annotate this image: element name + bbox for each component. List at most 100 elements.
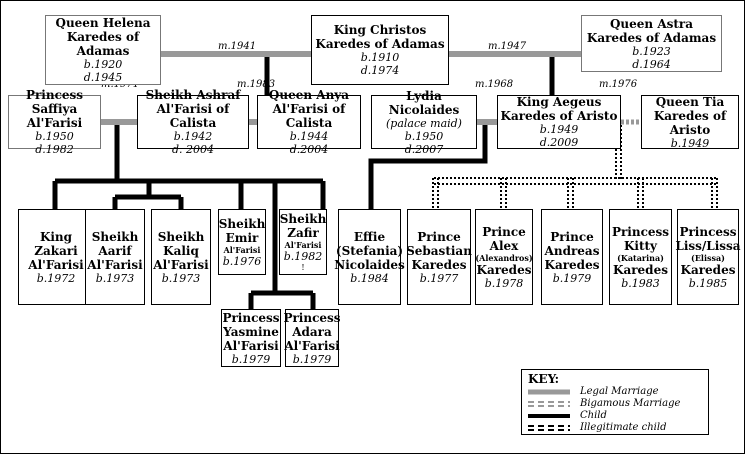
person-princess-yasmine: Princess Yasmine Al'Farisi b.1979 — [221, 309, 281, 367]
person-title: Queen Astra — [609, 16, 694, 31]
person-death: d.2007 — [404, 142, 444, 156]
person-queen-anya: Queen Anya Al'Farisi of Calista b.1944 d… — [257, 88, 361, 156]
person-birth: b.1942 — [173, 130, 213, 143]
person-death: d.1945 — [83, 71, 123, 84]
person-birth: b.1979 — [292, 352, 332, 366]
person-title: Princess Saffiya — [25, 88, 84, 116]
person-line1: Princess — [611, 224, 670, 239]
person-prince-andreas: Prince Andreas Karedes b.1979 — [541, 209, 603, 305]
person-surname: Karedes of Adamas — [66, 30, 140, 58]
person-line1: Sheikh — [157, 229, 205, 244]
person-title: Queen Tia — [655, 94, 725, 109]
person-line1: King — [39, 229, 73, 244]
person-line3: Karedes — [680, 262, 736, 277]
person-death: d.2004 — [289, 143, 329, 156]
person-birth: b.1973 — [95, 271, 135, 285]
person-prince-sebastian: Prince Sebastian Karedes b.1977 — [406, 209, 472, 305]
person-line1: Sheikh — [218, 216, 266, 231]
person-line1: Effie — [353, 229, 386, 244]
person-title: Sheikh Ashraf — [145, 88, 241, 102]
child-swatch — [528, 414, 570, 418]
legend-title: KEY: — [528, 372, 560, 386]
person-death: d.2009 — [539, 136, 579, 149]
person-birth: b.1972 — [36, 271, 76, 285]
legend-legal-marriage: Legal Marriage — [526, 386, 706, 397]
person-sheikh-ashraf: Sheikh Ashraf Al'Farisi of Calista b.194… — [137, 88, 249, 156]
person-death: d. 2004 — [171, 143, 215, 156]
person-surname: Al'Farisi of Calista — [156, 102, 230, 130]
person-birth: b.1949 — [539, 123, 579, 136]
person-surname: Karedes of Aristo — [500, 109, 618, 123]
person-line3: Al'Farisi — [28, 257, 84, 272]
legend-label: Bigamous Marriage — [580, 398, 681, 409]
person-birth: b.1910 — [360, 51, 400, 64]
person-birth: b.1923 — [632, 44, 671, 58]
person-sheikh-kaliq: Sheikh Kaliq Al'Farisi b.1973 — [151, 209, 211, 305]
person-sheikh-emir: Sheikh Emir Al'Farisi b.1976 — [218, 209, 266, 275]
child-line-karedes-drops — [432, 178, 718, 209]
person-line2: Aarif — [98, 243, 132, 258]
person-line1: Prince — [417, 229, 461, 244]
person-line3: Al'Farisi — [284, 338, 340, 353]
legend: KEY: Legal Marriage Bigamous Marriage Ch… — [521, 369, 709, 435]
legend-label: Legal Marriage — [580, 386, 659, 397]
person-prince-alex: Prince Alex (Alexandros) Karedes b.1978 — [475, 209, 533, 305]
person-surname: Karedes of Adamas — [315, 37, 445, 51]
person-surname: Karedes of Aristo — [653, 108, 727, 137]
person-sheikh-zafir: Sheikh Zafir Al'Farisi b.1982 ! — [279, 209, 327, 275]
bigamous-marriage-swatch — [528, 401, 570, 407]
person-sheikh-aarif: Sheikh Aarif Al'Farisi b.1973 — [85, 209, 145, 305]
person-line2: Alex — [489, 238, 519, 253]
person-queen-tia: Queen Tia Karedes of Aristo b.1949 — [641, 94, 739, 150]
person-line2: (Stefania) — [335, 243, 404, 258]
person-birth: b.1944 — [289, 130, 329, 143]
person-princess-saffiya: Princess Saffiya Al'Farisi b.1950 d.1982 — [8, 88, 101, 156]
person-line2: Sebastian — [406, 243, 472, 258]
person-line2: Zafir — [287, 226, 319, 240]
legal-marriage-swatch — [528, 389, 570, 395]
person-line3: Al'Farisi — [223, 338, 279, 353]
legend-child: Child — [526, 410, 706, 421]
person-lydia-nicolaides: Lydia Nicolaides (palace maid) b.1950 d.… — [371, 89, 477, 156]
marriage-label-1968: m.1968 — [475, 79, 514, 90]
person-line2: Liss/Lissa — [675, 238, 741, 253]
person-princess-adara: Princess Adara Al'Farisi b.1979 — [283, 309, 341, 367]
child-line-effie — [368, 125, 488, 209]
person-king-zakari: King Zakari Al'Farisi b.1972 — [18, 209, 94, 305]
person-birth: b.1979 — [231, 352, 271, 366]
person-surname: Karedes of Adamas — [586, 30, 717, 45]
person-line1: Princess — [679, 224, 737, 239]
person-line3: Al'Farisi — [87, 257, 143, 272]
person-line2: Kaliq — [163, 243, 199, 258]
person-birth: b.1973 — [161, 271, 201, 285]
person-line1: Prince — [550, 229, 594, 244]
person-king-aegeus: King Aegeus Karedes of Aristo b.1949 d.2… — [497, 95, 621, 149]
person-line2: Adara — [292, 324, 332, 339]
person-small: Al'Farisi — [284, 240, 322, 250]
marriage-label-1983: m.1983 — [237, 79, 276, 90]
person-title: King Aegeus — [516, 95, 602, 109]
person-line3: Karedes — [613, 262, 668, 277]
person-small: (Elissa) — [691, 252, 725, 263]
person-death: d.1964 — [632, 57, 671, 71]
legend-label: Child — [580, 410, 607, 421]
person-birth: b.1976 — [222, 254, 262, 268]
person-surname: Al'Farisi — [26, 116, 83, 130]
person-line3: Karedes — [411, 257, 467, 272]
person-birth: b.1950 — [404, 129, 444, 143]
person-surname: Al'Farisi of Calista — [272, 102, 346, 130]
person-queen-astra: Queen Astra Karedes of Adamas b.1923 d.1… — [581, 15, 722, 72]
person-title: Queen Anya — [268, 88, 350, 102]
person-birth: b.1983 — [621, 276, 660, 290]
person-effie: Effie (Stefania) Nicolaides b.1984 — [334, 209, 405, 305]
illegitimate-child-swatch — [528, 425, 570, 431]
marriage-label-1941: m.1941 — [218, 41, 257, 52]
person-birth: b.1985 — [688, 276, 728, 290]
person-death: d.1982 — [35, 143, 74, 156]
legend-label: Illegitimate child — [580, 422, 667, 433]
person-princess-liss: Princess Liss/Lissa (Elissa) Karedes b.1… — [675, 209, 741, 305]
person-line3: Al'Farisi — [153, 257, 209, 272]
person-birth: b.1949 — [670, 136, 710, 150]
